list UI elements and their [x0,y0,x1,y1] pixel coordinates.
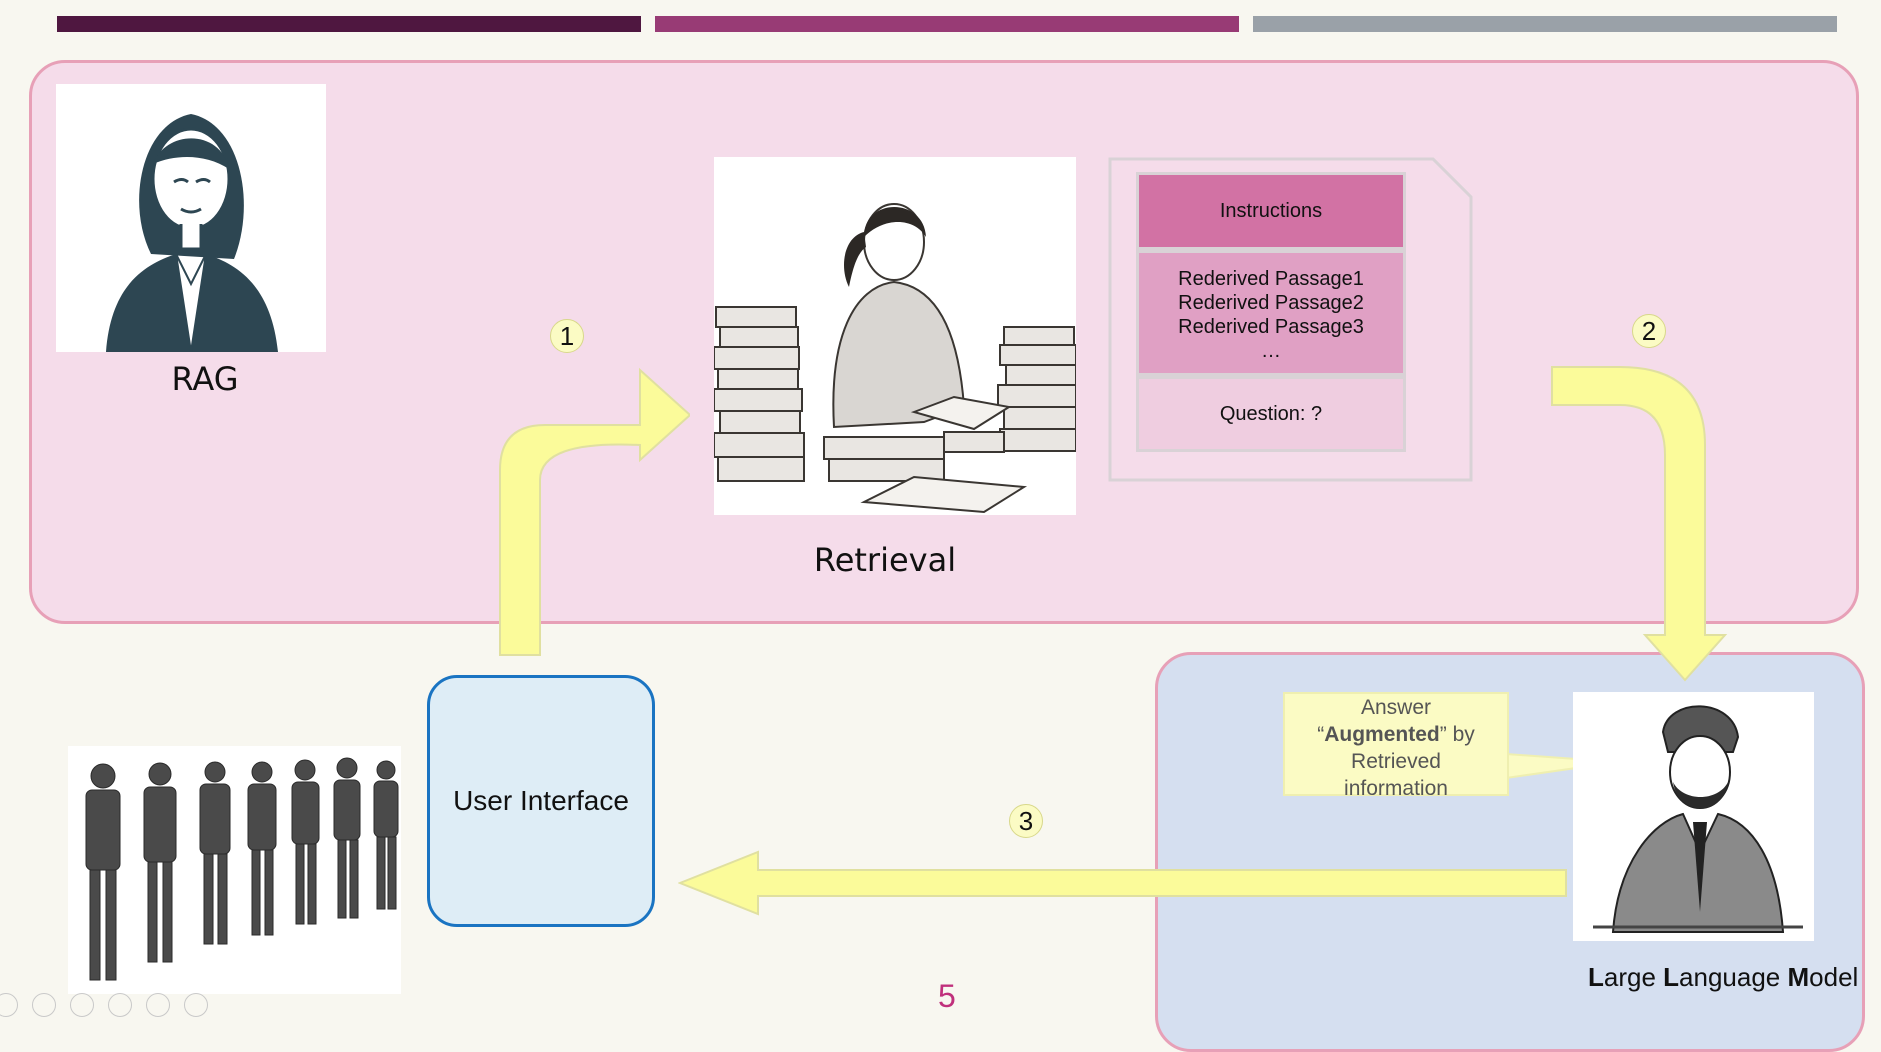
instructions-row: Instructions [1136,172,1406,250]
user-interface-label: User Interface [453,785,629,816]
step-badge-2: 2 [1632,314,1666,348]
retrieval-label: Retrieval [813,541,957,579]
people-queue-icon [85,757,399,981]
step-badge-3: 3 [1009,804,1043,838]
question-row: Question: ? [1136,376,1406,452]
llm-label-m: M [1787,962,1810,992]
more-options-icon[interactable] [184,993,208,1017]
next-slide-icon[interactable] [32,993,56,1017]
llm-label-odel: odel [1809,962,1859,992]
top-bar-1 [57,16,641,32]
answer-quote-close: ” [1439,723,1447,746]
previous-slide-icon[interactable] [0,993,18,1017]
answer-line-2: “Augmented” by [1285,721,1507,748]
users-image [68,746,401,994]
woman-reading-books-icon [714,203,1076,514]
question-text: Question: ? [1219,403,1323,425]
passages-row: Rederived Passage1 Rederived Passage2 Re… [1136,250,1406,376]
rag-label: RAG [171,360,239,398]
arrow-step-2 [1551,366,1728,682]
answer-by: by [1446,723,1475,746]
woman-portrait-icon [106,114,278,352]
page-number: 5 [938,978,956,1014]
slides-grid-icon[interactable] [108,993,132,1017]
passage-ellipsis: … [1261,340,1281,362]
retrieval-image [714,157,1076,515]
arrow-step-3 [678,850,1567,916]
step-badge-1: 1 [550,319,584,353]
llm-label: Large Language Model [1588,962,1858,993]
llm-label-anguage: anguage [1679,962,1788,992]
rag-portrait [56,84,326,352]
llm-label-l1: L [1588,962,1604,992]
zoom-icon[interactable] [146,993,170,1017]
pen-icon[interactable] [70,993,94,1017]
llm-label-l2: L [1663,962,1680,992]
user-interface-box: User Interface [427,675,655,927]
arrow-step-1 [499,367,690,656]
top-bar-2 [655,16,1239,32]
answer-line-4: information [1344,777,1448,800]
instructions-text: Instructions [1219,200,1323,222]
answer-callout: Answer “Augmented” by Retrieved informat… [1283,692,1509,800]
top-bar-3 [1253,16,1837,32]
answer-quote-open: “ [1317,723,1325,746]
answer-line-3: Retrieved [1351,750,1441,773]
answer-line-1: Answer [1360,696,1432,719]
answer-augmented: Augmented [1324,723,1440,746]
passage-2: Rederived Passage2 [1178,292,1364,314]
llm-portrait [1573,692,1814,941]
llm-label-arge: arge [1603,962,1664,992]
man-with-turban-portrait-icon [1593,705,1803,933]
passage-1: Rederived Passage1 [1178,268,1364,290]
passage-3: Rederived Passage3 [1178,316,1364,338]
